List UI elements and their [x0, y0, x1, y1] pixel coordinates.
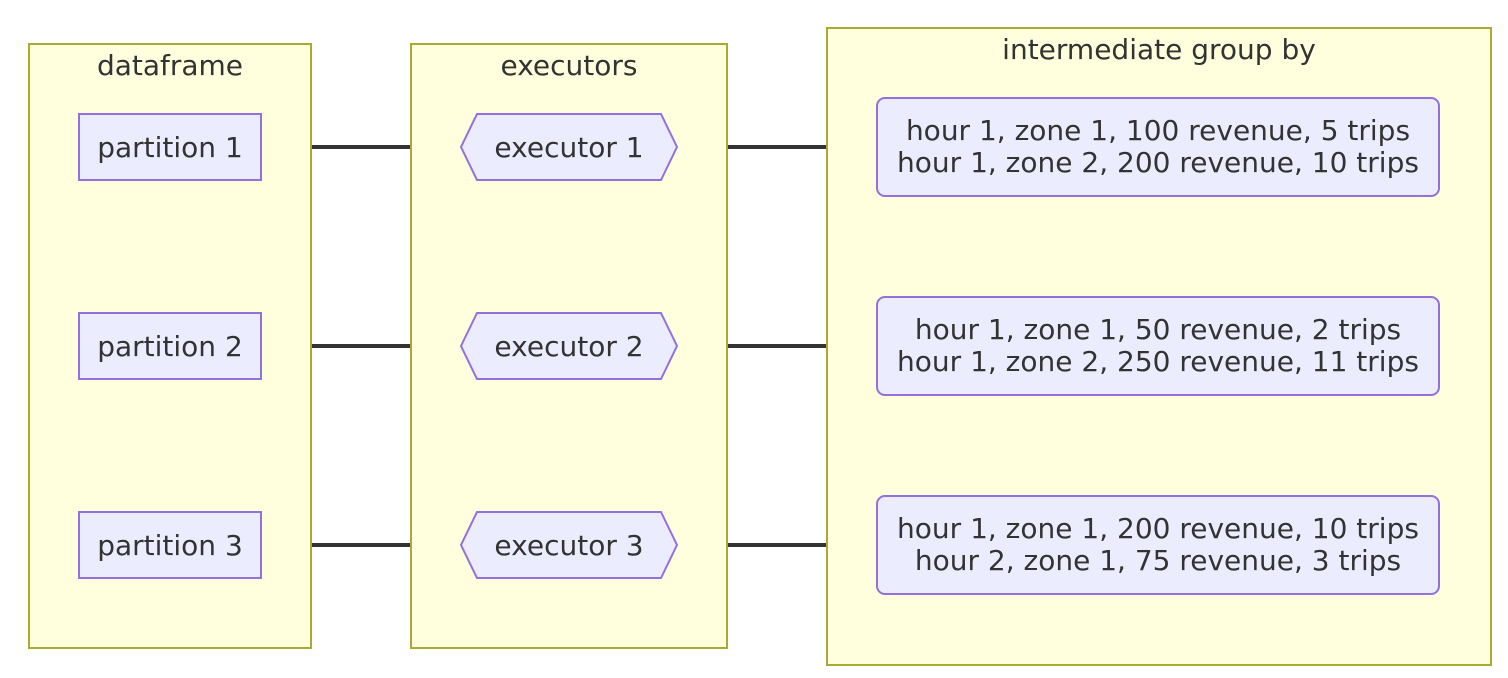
cluster-dataframe-title: dataframe — [96, 49, 244, 82]
hexagon-shape — [460, 312, 678, 380]
executor-label-2: executor 2 — [494, 329, 644, 363]
partition-node-2: partition 2 — [78, 312, 262, 380]
partition-node-3: partition 3 — [78, 511, 262, 579]
hexagon-shape — [460, 511, 678, 579]
executor-node-3: executor 3 — [460, 511, 678, 579]
executor-node-1: executor 1 — [460, 113, 678, 181]
group-by-line: hour 1, zone 1, 200 revenue, 10 trips — [897, 512, 1419, 545]
group-by-line: hour 1, zone 1, 100 revenue, 5 trips — [905, 114, 1411, 147]
group-by-node-2: hour 1, zone 1, 50 revenue, 2 trips hour… — [876, 296, 1440, 396]
executor-label-3: executor 3 — [494, 528, 644, 562]
cluster-intermediate-title: intermediate group by — [1002, 33, 1316, 66]
hexagon-shape — [460, 113, 678, 181]
group-by-node-3: hour 1, zone 1, 200 revenue, 10 trips ho… — [876, 495, 1440, 595]
partition-node-1: partition 1 — [78, 113, 262, 181]
executor-label-1: executor 1 — [494, 130, 644, 164]
group-by-line: hour 2, zone 1, 75 revenue, 3 trips — [914, 544, 1402, 577]
group-by-node-1: hour 1, zone 1, 100 revenue, 5 trips hou… — [876, 97, 1440, 197]
group-by-line: hour 1, zone 1, 50 revenue, 2 trips — [914, 313, 1402, 346]
cluster-executors-title: executors — [500, 49, 638, 82]
group-by-line: hour 1, zone 2, 200 revenue, 10 trips — [897, 146, 1419, 179]
executor-node-2: executor 2 — [460, 312, 678, 380]
group-by-line: hour 1, zone 2, 250 revenue, 11 trips — [897, 345, 1419, 378]
